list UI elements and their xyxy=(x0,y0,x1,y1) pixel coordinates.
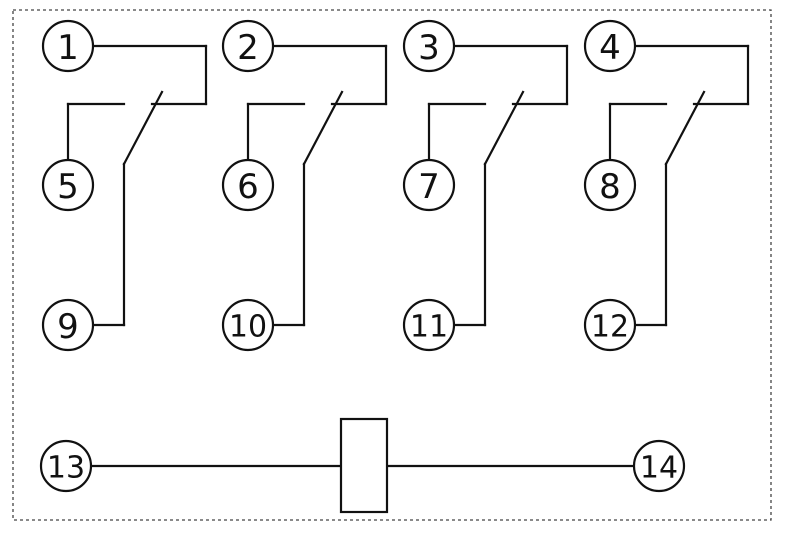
pin-13: 13 xyxy=(39,439,93,493)
pin-label: 4 xyxy=(599,28,621,68)
pin-1: 1 xyxy=(41,19,95,73)
dashed-outline xyxy=(12,9,772,521)
contact-wiring xyxy=(66,44,750,327)
pin-circle xyxy=(583,19,637,73)
pin-11: 11 xyxy=(402,298,456,352)
pin-6: 6 xyxy=(221,158,275,212)
pin-14: 14 xyxy=(632,439,686,493)
pin-circle xyxy=(402,298,456,352)
pin-label: 2 xyxy=(237,28,259,68)
pin-circle xyxy=(632,439,686,493)
moving-contact xyxy=(302,90,344,166)
pin-12: 12 xyxy=(583,298,637,352)
pin-4: 4 xyxy=(583,19,637,73)
pin-circle xyxy=(583,298,637,352)
pin-9: 9 xyxy=(41,298,95,352)
pin-label: 6 xyxy=(237,167,259,207)
pin-circle xyxy=(221,298,275,352)
pin-circle xyxy=(402,19,456,73)
pin-label: 5 xyxy=(57,167,79,207)
pin-circle xyxy=(41,158,95,212)
pin-circle xyxy=(583,158,637,212)
pin-label: 11 xyxy=(410,310,448,345)
pin-circle xyxy=(39,439,93,493)
moving-contact xyxy=(483,90,525,166)
pin-label: 8 xyxy=(599,167,621,207)
pin-circle xyxy=(41,19,95,73)
pin-label: 7 xyxy=(418,167,440,207)
pin-8: 8 xyxy=(583,158,637,212)
pin-7: 7 xyxy=(402,158,456,212)
pin-label: 12 xyxy=(591,310,629,345)
pin-2: 2 xyxy=(221,19,275,73)
coil-symbol xyxy=(339,417,389,514)
moving-contact xyxy=(122,90,164,166)
pin-10: 10 xyxy=(221,298,275,352)
pin-label: 14 xyxy=(640,451,678,486)
pin-circle xyxy=(41,298,95,352)
pin-label: 10 xyxy=(229,310,267,345)
pin-circle xyxy=(402,158,456,212)
pin-label: 1 xyxy=(57,28,79,68)
pin-3: 3 xyxy=(402,19,456,73)
pin-label: 13 xyxy=(47,451,85,486)
pin-label: 3 xyxy=(418,28,440,68)
pin-label: 9 xyxy=(57,307,79,347)
pin-circle xyxy=(221,158,275,212)
pin-circle xyxy=(221,19,275,73)
pin-5: 5 xyxy=(41,158,95,212)
moving-contact xyxy=(664,90,706,166)
